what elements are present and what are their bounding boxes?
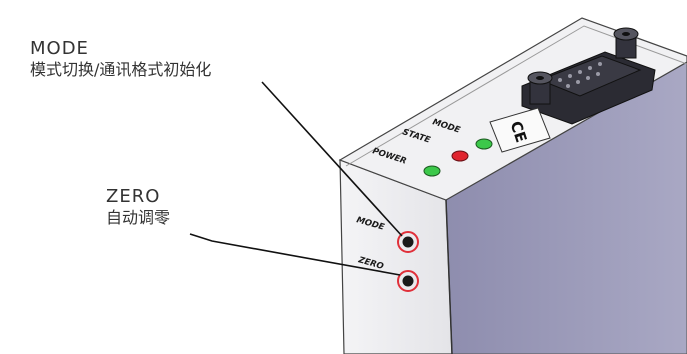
state-led-green [475, 138, 493, 150]
left-screw-post [527, 71, 553, 105]
mode-callout: MODE 模式切换/通讯格式初始化 [30, 38, 211, 79]
mode-callout-description: 模式切换/通讯格式初始化 [30, 59, 212, 79]
zero-leader-line [189, 233, 401, 276]
ce-mark: CE [507, 119, 531, 145]
zero-callout-title: ZERO [106, 186, 161, 207]
power-led-green [423, 165, 441, 177]
right-screw-post [613, 27, 639, 59]
ce-mark-label: CE [489, 107, 551, 153]
zero-callout: ZERO 自动调零 [106, 186, 170, 227]
mode-leader-line [261, 81, 403, 237]
db9-connector [521, 27, 656, 125]
mode-button[interactable] [397, 231, 419, 253]
zero-button[interactable] [397, 270, 419, 292]
mode-callout-title: MODE [30, 38, 89, 59]
zero-callout-description: 自动调零 [106, 207, 171, 227]
state-led-red [451, 150, 469, 162]
